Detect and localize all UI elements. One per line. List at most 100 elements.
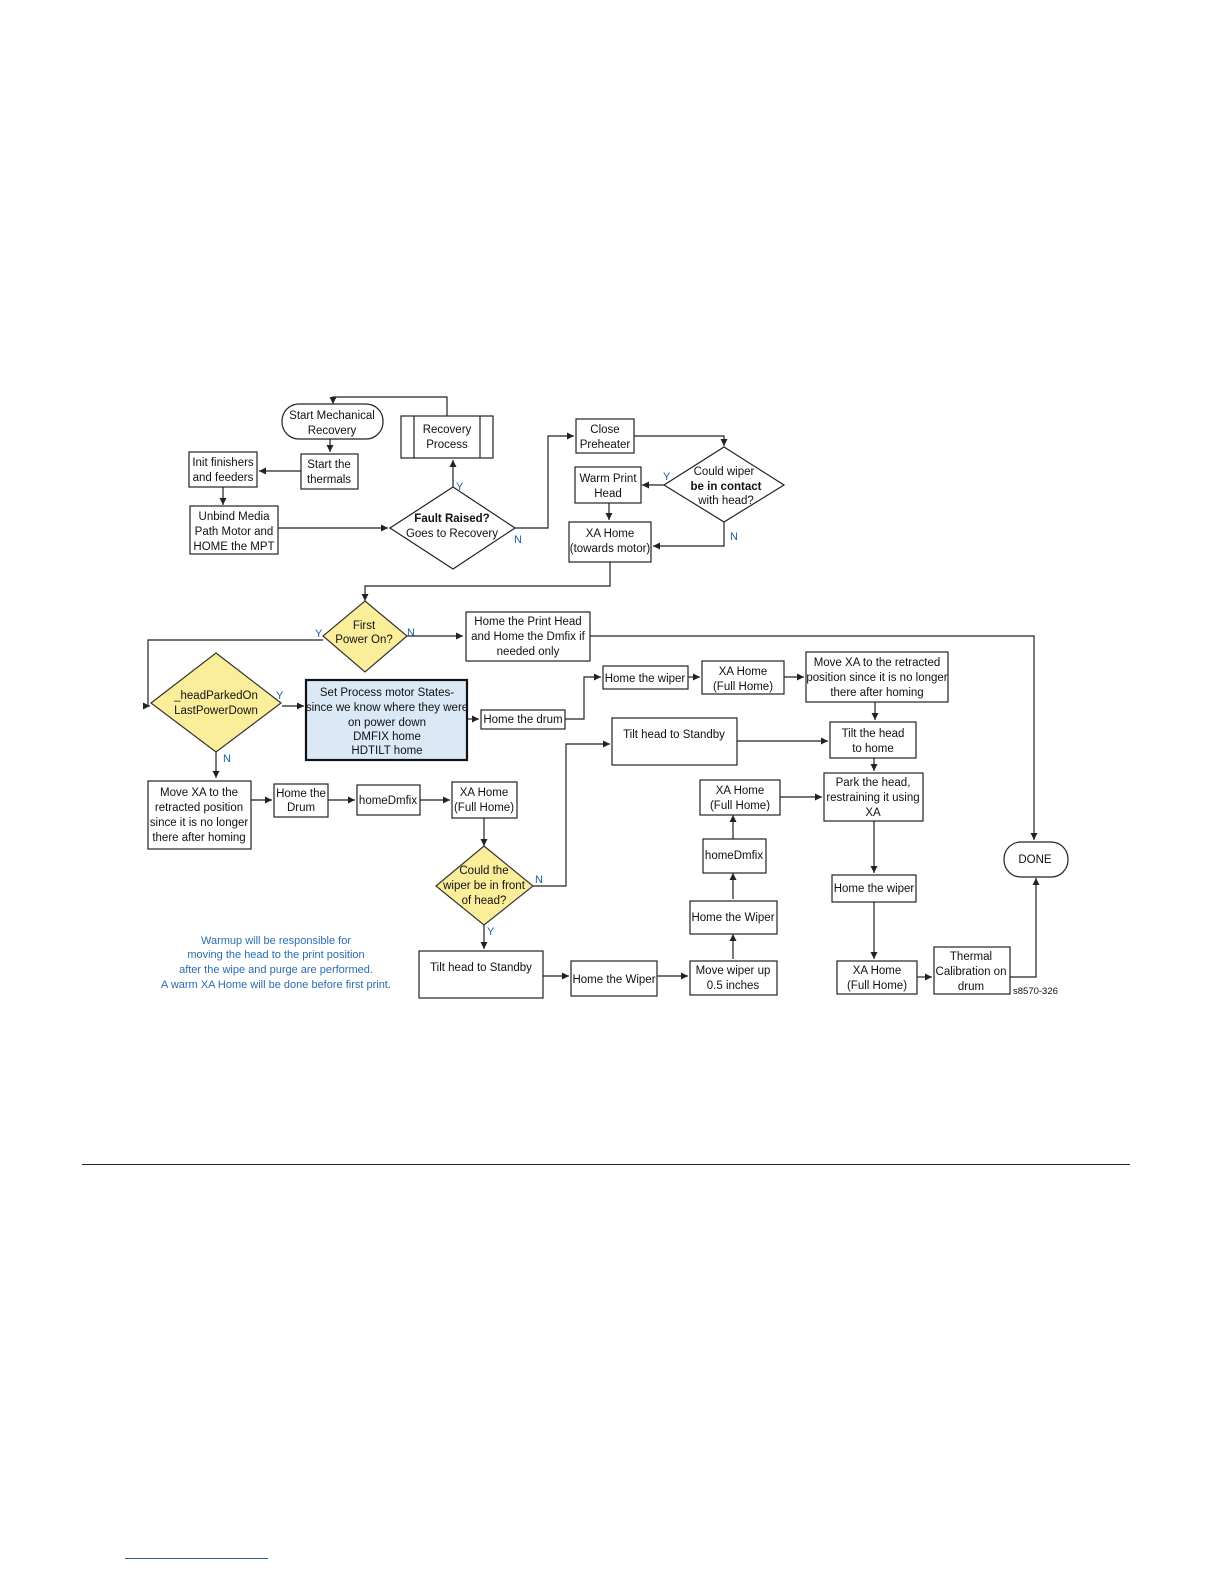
- home-print-head-line-3: needed only: [497, 646, 560, 658]
- could-wiper-front-line-3: of head?: [462, 895, 507, 907]
- init-finishers-line-1: Init finishers: [192, 457, 254, 469]
- home-dmfix-1-label: homeDmfix: [359, 795, 417, 807]
- move-xa-retracted-2-line-1: Move XA to the: [160, 787, 238, 799]
- warm-print-head-line-1: Warm Print: [579, 473, 637, 485]
- home-drum-box-2: Home the Drum: [273, 783, 329, 818]
- first-power-yes-label: Y: [315, 628, 323, 640]
- xa-home-motor-box: XA Home (towards motor): [568, 521, 652, 563]
- fault-yes-label: Y: [456, 481, 464, 493]
- close-preheater-line-2: Preheater: [580, 439, 631, 451]
- xa-home-full-2-line-1: XA Home: [716, 785, 765, 797]
- note-line-2: moving the head to the print position: [187, 949, 364, 961]
- xa-home-full-1-line-1: XA Home: [719, 666, 768, 678]
- move-xa-retracted-2-line-4: there after homing: [152, 832, 245, 844]
- tilt-standby-box-2: Tilt head to Standby: [418, 950, 544, 999]
- first-power-on-line-1: First: [353, 620, 376, 632]
- home-wiper-box-4: Home the Wiper: [570, 960, 658, 997]
- edge-labels: Y N Y N Y N Y N N Y: [223, 471, 738, 938]
- wiper-contact-yes-label: Y: [663, 471, 671, 483]
- home-drum-box: Home the drum: [480, 709, 566, 730]
- thermal-calibration-line-2: Calibration on: [936, 966, 1007, 978]
- warm-print-head-box: Warm Print Head: [574, 466, 642, 504]
- connectors: [143, 396, 1040, 981]
- park-head-line-1: Park the head,: [836, 777, 911, 789]
- xa-home-full-box-4: XA Home (Full Home): [836, 960, 918, 995]
- home-wiper-2-label: Home the wiper: [834, 883, 915, 895]
- home-print-head-line-1: Home the Print Head: [474, 616, 581, 628]
- xa-home-full-box-2: XA Home (Full Home): [699, 779, 781, 816]
- parked-no-label: N: [223, 753, 231, 765]
- xa-home-full-4-line-2: (Full Home): [847, 980, 907, 992]
- edge-wiper-front-no: [533, 740, 610, 887]
- tilt-standby-box-1: Tilt head to Standby: [611, 717, 738, 766]
- edge-drum-to-wiper: [565, 673, 601, 720]
- parked-yes-label: Y: [276, 690, 284, 702]
- home-dmfix-box-2: homeDmfix: [702, 838, 767, 874]
- set-process-line-1: Set Process motor States-: [320, 687, 454, 699]
- home-drum-2-line-2: Drum: [287, 802, 315, 814]
- set-process-line-2: since we know where they were: [306, 702, 468, 714]
- set-process-line-5: HDTILT home: [351, 745, 422, 757]
- set-process-line-3: on power down: [348, 717, 426, 729]
- unbind-media-line-2: Path Motor and: [195, 526, 274, 538]
- move-wiper-up-box: Move wiper up 0.5 inches: [689, 960, 778, 996]
- move-xa-retracted-box-2: Move XA to the retracted position since …: [147, 780, 252, 850]
- could-wiper-contact-decision: Could wiper be in contact with head?: [662, 446, 786, 523]
- start-mech-line-1: Start Mechanical: [289, 410, 375, 422]
- head-parked-decision: _headParkedOn LastPowerDown: [150, 652, 282, 753]
- could-wiper-contact-line-1: Could wiper: [694, 466, 755, 478]
- home-wiper-1-label: Home the wiper: [605, 673, 686, 685]
- home-wiper-box-2: Home the wiper: [831, 874, 917, 903]
- edge-wiper-q-no: [653, 522, 725, 550]
- recovery-process-line-2: Process: [426, 439, 468, 451]
- thermal-calibration-box: Thermal Calibration on drum: [933, 946, 1011, 995]
- fault-raised-line-1: Fault Raised?: [414, 513, 489, 525]
- close-preheater-box: Close Preheater: [575, 418, 635, 454]
- figure-code: s8570-326: [1013, 986, 1058, 997]
- could-wiper-front-line-1: Could the: [459, 865, 508, 877]
- move-xa-retracted-2-line-3: since it is no longer: [150, 817, 249, 829]
- xa-home-motor-line-2: (towards motor): [570, 543, 651, 555]
- wiper-contact-no-label: N: [730, 531, 738, 543]
- edge-thermal-to-done: [1010, 878, 1040, 978]
- move-wiper-up-line-1: Move wiper up: [696, 965, 771, 977]
- xa-home-full-3-line-1: XA Home: [460, 787, 509, 799]
- note-line-4: A warm XA Home will be done before first…: [161, 979, 391, 991]
- move-xa-retracted-1-line-1: Move XA to the retracted: [814, 657, 941, 669]
- move-xa-retracted-1-line-2: position since it is no longer: [806, 672, 947, 684]
- move-xa-retracted-2-line-2: retracted position: [155, 802, 243, 814]
- xa-home-full-2-line-2: (Full Home): [710, 800, 770, 812]
- xa-home-motor-line-1: XA Home: [586, 528, 635, 540]
- first-power-no-label: N: [407, 627, 415, 639]
- home-wiper-box-3: Home the Wiper: [689, 900, 778, 935]
- first-power-on-decision: First Power On?: [322, 600, 408, 673]
- start-thermals-line-1: Start the: [307, 459, 350, 471]
- park-head-box: Park the head, restraining it using XA: [823, 772, 924, 822]
- edge-fault-no: [515, 432, 574, 529]
- home-print-head-box: Home the Print Head and Home the Dmfix i…: [465, 611, 591, 662]
- start-thermals-line-2: thermals: [307, 474, 351, 486]
- wiper-front-no-label: N: [535, 874, 543, 886]
- thermal-calibration-line-3: drum: [958, 981, 984, 993]
- unbind-media-box: Unbind Media Path Motor and HOME the MPT: [189, 505, 279, 555]
- close-preheater-line-1: Close: [590, 424, 619, 436]
- warm-print-head-line-2: Head: [594, 488, 622, 500]
- home-print-head-line-2: and Home the Dmfix if: [471, 631, 586, 643]
- could-wiper-front-decision: Could the wiper be in front of head?: [435, 845, 534, 926]
- head-parked-line-2: LastPowerDown: [174, 705, 258, 717]
- home-drum-label: Home the drum: [483, 714, 562, 726]
- xa-home-full-box-1: XA Home (Full Home): [701, 660, 785, 695]
- recovery-process-box: Recovery Process: [400, 415, 494, 459]
- footer-link-underline: [125, 1558, 268, 1559]
- home-wiper-box-1: Home the wiper: [602, 665, 689, 690]
- home-wiper-4-label: Home the Wiper: [572, 974, 655, 986]
- start-mech-line-2: Recovery: [308, 425, 357, 437]
- fault-raised-line-2: Goes to Recovery: [406, 528, 498, 540]
- thermal-calibration-line-1: Thermal: [950, 951, 992, 963]
- start-thermals-box: Start the thermals: [300, 453, 359, 490]
- init-finishers-box: Init finishers and feeders: [188, 451, 258, 488]
- edge-preheater-to-wiper-q: [634, 435, 728, 446]
- fault-raised-decision: Fault Raised? Goes to Recovery: [388, 486, 517, 570]
- set-process-states-box: Set Process motor States- since we know …: [304, 678, 468, 762]
